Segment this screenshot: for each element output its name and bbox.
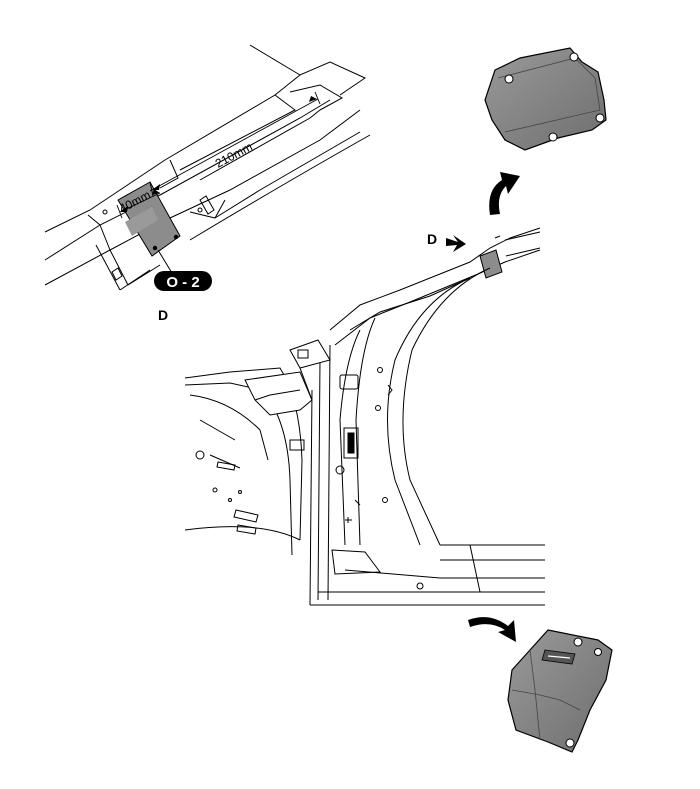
spot-weld	[173, 234, 179, 240]
pointer-arrow-icon	[446, 235, 466, 252]
part-code-label: O - 2	[166, 274, 199, 291]
detail-view-d	[44, 44, 371, 291]
rotate-arrow-icon	[468, 617, 516, 642]
body-side-structure	[184, 227, 545, 606]
rotate-arrow-icon	[489, 172, 520, 215]
dimension-arrowheads	[120, 96, 317, 212]
part-code-badge: O - 2	[154, 249, 212, 291]
reinforcement-plate-top	[484, 47, 607, 151]
patch-section	[117, 181, 181, 257]
spot-weld	[152, 245, 158, 251]
view-title-d: D	[158, 307, 168, 323]
reinforcement-plate-bottom	[507, 629, 613, 753]
dimension-210mm: 210mm	[213, 140, 255, 171]
view-letter-d: D	[427, 231, 437, 247]
